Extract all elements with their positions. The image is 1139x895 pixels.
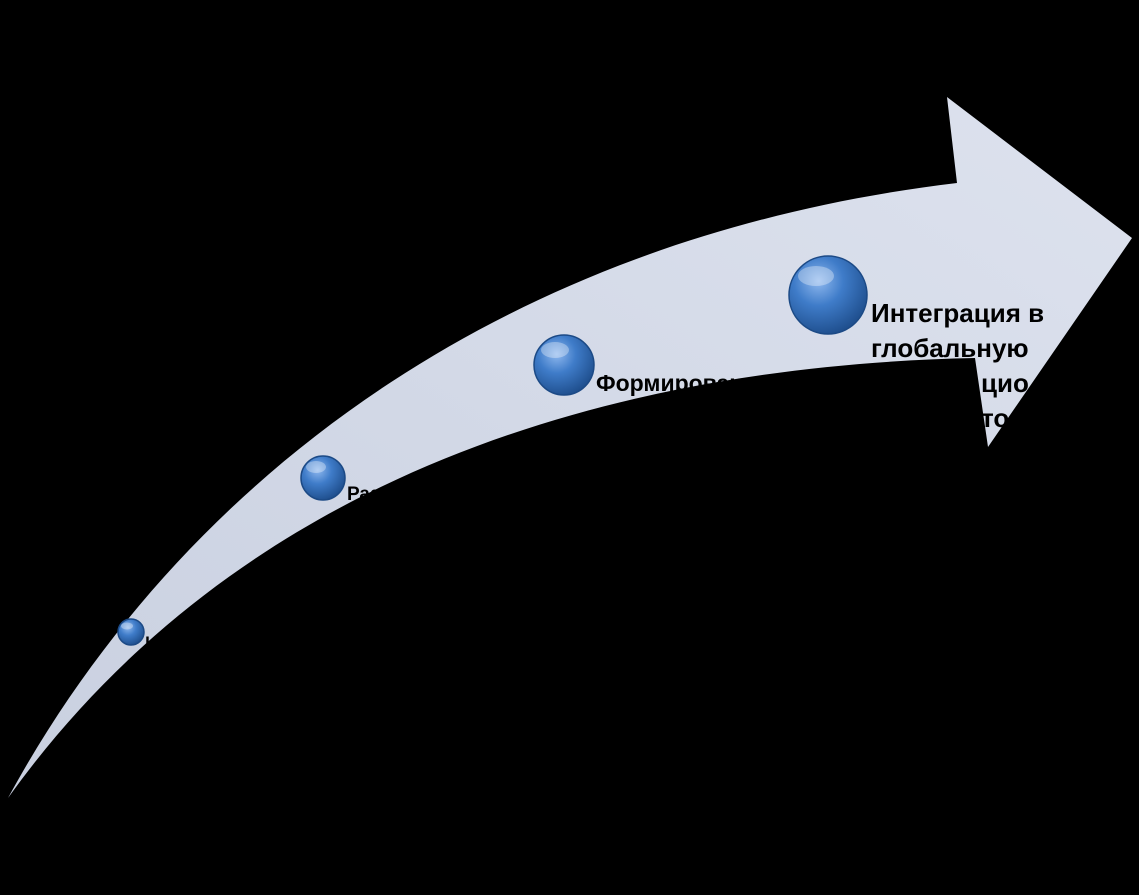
step-marker-4 bbox=[788, 255, 868, 335]
step-label-2-line-1: Разви bbox=[347, 484, 404, 505]
curved-arrow-shape bbox=[8, 97, 1132, 798]
step-label-3-line-2: наци bbox=[596, 400, 651, 426]
step-label-1-line-1: И bbox=[145, 634, 159, 655]
step-marker-3 bbox=[533, 334, 595, 396]
step-label-3-line-1: Формирование bbox=[596, 370, 771, 396]
step-label-1: И bbox=[145, 632, 159, 657]
step-marker-2 bbox=[300, 455, 346, 501]
step-label-4-line-2: глобальную bbox=[871, 333, 1029, 363]
step-label-4: Интеграция в глобальную цио то bbox=[871, 296, 1044, 436]
step-label-4-line-4: то bbox=[981, 403, 1010, 433]
step-label-4-line-3: цио bbox=[981, 368, 1029, 398]
step-label-3: Формирование наци bbox=[596, 368, 770, 428]
step-label-2: Разви н bbox=[347, 481, 403, 537]
step-label-2-line-2: н bbox=[347, 512, 359, 533]
step-label-4-line-1: Интеграция в bbox=[871, 298, 1045, 328]
step-marker-1 bbox=[117, 618, 145, 646]
